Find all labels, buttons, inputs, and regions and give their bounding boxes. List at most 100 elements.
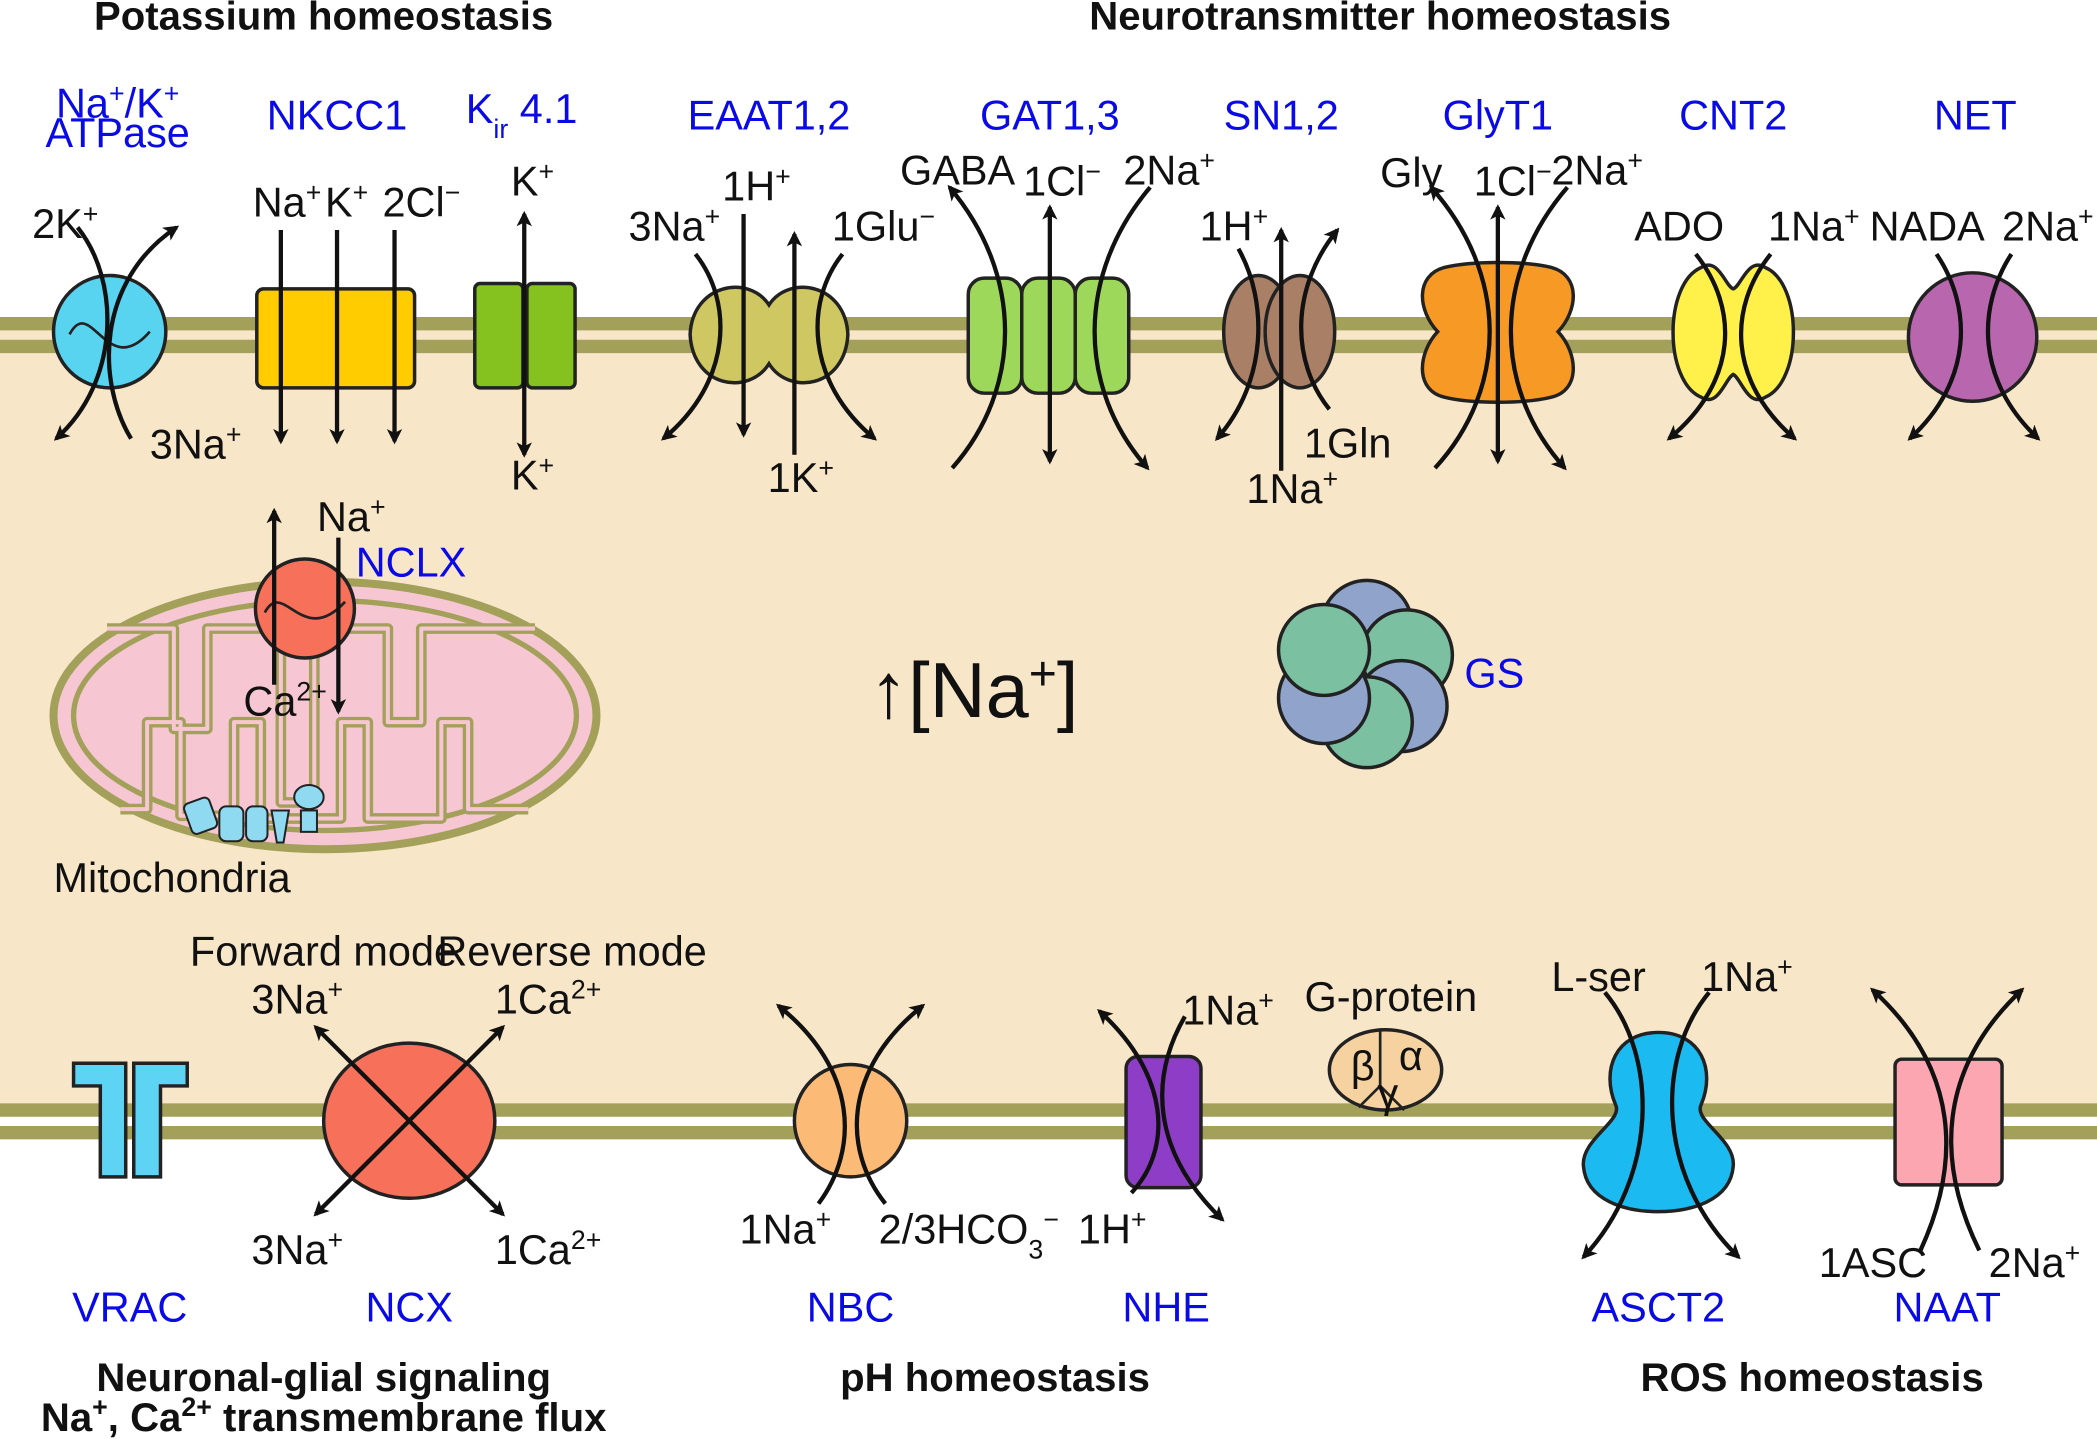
vrac: VRAC xyxy=(71,1061,189,1330)
ncx-reverse-mode: Reverse mode xyxy=(437,928,706,975)
section-title-neurotransmitter: Neurotransmitter homeostasis xyxy=(1089,0,1671,38)
nclx-name: NCLX xyxy=(356,538,467,585)
nkcc1: NKCC1 Na+ K+ 2Cl− xyxy=(253,92,460,445)
net: NET NADA 2Na+ xyxy=(1870,92,2094,441)
nbc-transporter xyxy=(792,1062,909,1179)
g-protein: G-protein β α γ xyxy=(1304,973,1477,1116)
asct2: L-ser 1Na+ ASCT2 xyxy=(1551,952,1792,1330)
kir41-channel-left xyxy=(473,281,525,390)
asct2-1na: 1Na+ xyxy=(1701,952,1793,1000)
gat13-2na: 2Na+ xyxy=(1123,146,1215,194)
nclx-ca: Ca2+ xyxy=(243,676,326,724)
nbc: 1Na+ 2/3HCO3− NBC xyxy=(740,1003,1059,1330)
eaat12-1k: 1K+ xyxy=(768,453,834,501)
nkcc1-k: K+ xyxy=(325,178,368,226)
section-title-potassium: Potassium homeostasis xyxy=(94,0,553,38)
na-k-atpase-3na: 3Na+ xyxy=(150,420,242,468)
na-k-atpase-2k: 2K+ xyxy=(32,199,98,247)
ncx-1ca-bottom: 1Ca2+ xyxy=(495,1225,602,1273)
nhe-1na: 1Na+ xyxy=(1182,985,1274,1033)
vrac-name: VRAC xyxy=(72,1283,187,1330)
g-protein-alpha: α xyxy=(1399,1032,1423,1079)
naat-1asc: 1ASC xyxy=(1819,1239,1927,1286)
mitochondria-respiratory-complexes xyxy=(183,784,325,844)
nkcc1-cl: 2Cl− xyxy=(382,178,460,226)
net-2na: 2Na+ xyxy=(2002,202,2094,250)
ncx-1ca-top: 1Ca2+ xyxy=(495,975,602,1023)
nclx-na: Na+ xyxy=(317,492,386,540)
cnt2-name: CNT2 xyxy=(1679,92,1787,139)
cnt2: CNT2 ADO 1Na+ xyxy=(1634,92,1860,441)
gat13-subunit-1 xyxy=(966,276,1024,395)
naat-transporter xyxy=(1893,1057,2004,1187)
kir41: Kir 4.1 K+ K+ xyxy=(466,85,578,498)
section-title-ph: pH homeostasis xyxy=(840,1355,1150,1400)
gat13-subunit-3 xyxy=(1073,276,1131,395)
nkcc1-name: NKCC1 xyxy=(267,92,407,139)
nbc-1na: 1Na+ xyxy=(740,1205,832,1253)
gat13-gaba: GABA xyxy=(900,147,1016,194)
nkcc1-na: Na+ xyxy=(253,178,322,226)
sn12-name: SN1,2 xyxy=(1224,92,1339,139)
glyt1-2na: 2Na+ xyxy=(1551,146,1643,194)
kir41-channel-right xyxy=(525,281,577,390)
intracellular-sodium-increase: ↑[Na+] xyxy=(869,647,1078,734)
vrac-channel-right xyxy=(132,1061,189,1179)
net-nada: NADA xyxy=(1870,203,1985,250)
kir41-name: Kir 4.1 xyxy=(466,85,578,144)
nclx: Na+ Ca2+ NCLX xyxy=(243,492,466,725)
eaat12-1h: 1H+ xyxy=(722,162,791,210)
naat: 1ASC 2Na+ NAAT xyxy=(1819,987,2081,1330)
section-title-signaling: Neuronal-glial signaling xyxy=(96,1355,551,1400)
naat-name: NAAT xyxy=(1893,1283,2000,1330)
eaat12-name: EAAT1,2 xyxy=(688,92,851,139)
glyt1-gly: Gly xyxy=(1380,149,1442,196)
mitochondria-label: Mitochondria xyxy=(54,854,292,901)
net-name: NET xyxy=(1934,92,2017,139)
cnt2-1na: 1Na+ xyxy=(1768,202,1860,250)
bottom-membrane xyxy=(0,1103,2097,1140)
gat13-1cl: 1Cl− xyxy=(1023,156,1101,204)
ncx-name: NCX xyxy=(365,1283,453,1330)
na-k-atpase-name: Na+/K+ xyxy=(56,79,179,127)
sn12: SN1,2 1H+ 1Gln 1Na+ xyxy=(1200,92,1392,512)
glyt1: GlyT1 Gly 1Cl− 2Na+ xyxy=(1380,92,1643,471)
nclx-exchanger xyxy=(253,557,357,660)
asct2-lser: L-ser xyxy=(1551,953,1646,1000)
section-title-signaling-line2: Na+, Ca2+ transmembrane flux xyxy=(41,1392,607,1439)
gat13-name: GAT1,3 xyxy=(980,92,1120,139)
gs-name: GS xyxy=(1464,649,1524,696)
mitochondria: Mitochondria xyxy=(49,577,601,901)
ncx-3na-top: 3Na+ xyxy=(251,975,343,1023)
vrac-channel-left xyxy=(71,1061,128,1179)
eaat12-1glu: 1Glu− xyxy=(832,202,935,250)
ncx: Forward mode Reverse mode 3Na+ 1Ca2+ 3Na… xyxy=(190,928,707,1331)
eaat12-transporter xyxy=(688,285,850,385)
gat13: GAT1,3 GABA 1Cl− 2Na+ xyxy=(900,92,1215,471)
glyt1-name: GlyT1 xyxy=(1443,92,1554,139)
section-title-ros: ROS homeostasis xyxy=(1641,1355,1984,1400)
ncx-forward-mode: Forward mode xyxy=(190,928,457,975)
na-k-atpase: Na+/K+ ATPase 2K+ 3Na+ xyxy=(32,79,241,468)
ncx-3na-bottom: 3Na+ xyxy=(251,1225,343,1273)
net-transporter xyxy=(1906,271,2039,403)
sn12-1na: 1Na+ xyxy=(1246,464,1338,512)
cnt2-ado: ADO xyxy=(1634,203,1724,250)
nhe-1h: 1H+ xyxy=(1078,1205,1147,1253)
asct2-name: ASCT2 xyxy=(1592,1283,1726,1330)
na-k-atpase-name-line2: ATPase xyxy=(46,109,190,156)
glyt1-1cl: 1Cl− xyxy=(1474,156,1552,204)
glutamine-synthetase: GS xyxy=(1276,578,1524,770)
sn12-1h: 1H+ xyxy=(1200,202,1269,250)
kir41-k-top: K+ xyxy=(511,156,554,204)
kir41-k-bottom: K+ xyxy=(511,450,554,498)
g-protein-beta: β xyxy=(1351,1043,1375,1090)
nbc-name: NBC xyxy=(807,1283,895,1330)
g-protein-complex xyxy=(1327,1028,1444,1112)
g-protein-name: G-protein xyxy=(1304,973,1477,1020)
sn12-1gln: 1Gln xyxy=(1304,419,1392,466)
asct2-transporter xyxy=(1581,1030,1735,1214)
naat-2na: 2Na+ xyxy=(1989,1238,2081,1286)
nhe-name: NHE xyxy=(1122,1283,1210,1330)
